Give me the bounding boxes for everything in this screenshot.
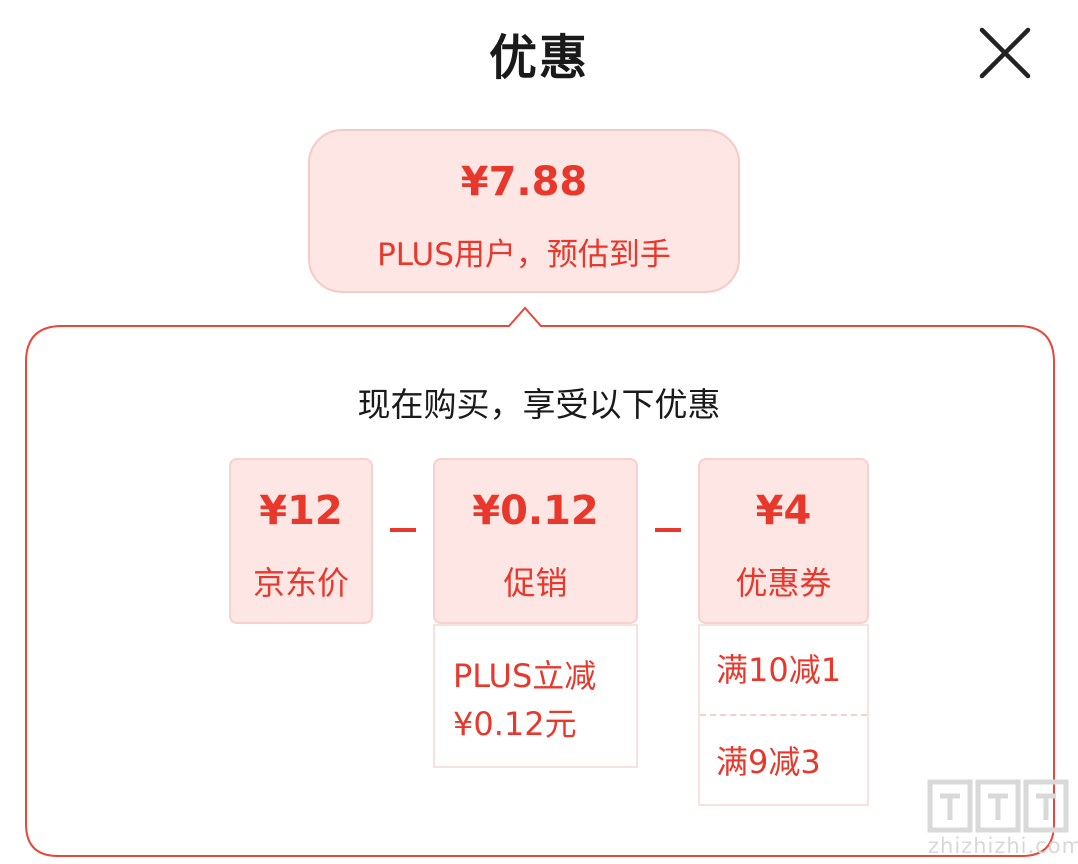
jd-price-label: 京东价 xyxy=(252,564,349,602)
page-title: 优惠 xyxy=(488,30,589,86)
close-button[interactable] xyxy=(976,24,1034,82)
promotion-box: ¥0.12 促销 xyxy=(433,458,638,624)
promotion-detail-line2: ¥0.12元 xyxy=(453,705,577,743)
coupon-box: ¥4 优惠券 xyxy=(698,458,869,624)
jd-price-box: ¥12 京东价 xyxy=(229,458,373,624)
estimated-price-bubble: ¥7.88 PLUS用户，预估到手 xyxy=(308,129,740,293)
coupon-item[interactable]: 满10减1 xyxy=(716,651,842,689)
close-icon xyxy=(979,27,1031,79)
panel-headline: 现在购买，享受以下优惠 xyxy=(357,385,721,424)
promotion-amount: ¥0.12 xyxy=(472,488,599,534)
estimated-price-note: PLUS用户，预估到手 xyxy=(377,237,671,273)
promotion-detail: PLUS立减 ¥0.12元 xyxy=(433,624,638,768)
coupon-detail-list: 满10减1 满9减3 xyxy=(698,624,869,806)
minus-sign xyxy=(655,528,681,532)
estimated-price: ¥7.88 xyxy=(460,159,588,205)
watermark-text: zhizhizhi.com xyxy=(928,834,1078,858)
coupon-label: 优惠券 xyxy=(735,564,832,602)
promotion-label: 促销 xyxy=(503,564,568,602)
watermark-logo xyxy=(927,779,1069,833)
coupon-divider xyxy=(700,714,867,716)
jd-price-amount: ¥12 xyxy=(259,488,343,534)
coupon-amount: ¥4 xyxy=(755,488,812,534)
minus-sign xyxy=(390,528,416,532)
coupon-item[interactable]: 满9减3 xyxy=(716,743,821,781)
promotion-detail-line1: PLUS立减 xyxy=(453,657,597,695)
